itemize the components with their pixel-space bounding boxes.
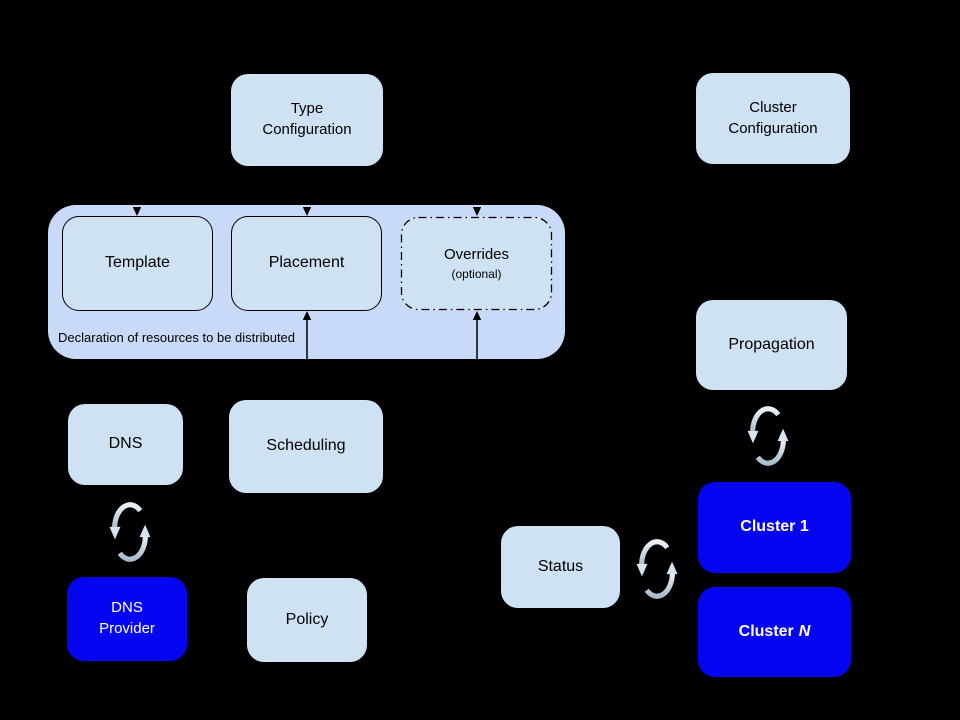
node-label: Cluster Configuration <box>728 98 818 137</box>
node-label: Placement <box>268 254 345 272</box>
node-label: Scheduling <box>266 437 346 455</box>
node-propagation: Propagation <box>696 300 847 390</box>
node-dns-provider: DNS Provider <box>67 577 187 661</box>
cluster-n-symbol: N <box>798 622 811 640</box>
group-caption: Declaration of resources to be distribut… <box>58 330 296 345</box>
node-type-configuration: Type Configuration <box>231 74 383 166</box>
node-label: Propagation <box>728 335 815 353</box>
node-label: Type Configuration <box>262 100 352 138</box>
node-label: Status <box>537 557 584 575</box>
node-label: Cluster 1 <box>740 518 809 536</box>
node-status: Status <box>501 526 620 608</box>
node-scheduling: Scheduling <box>229 400 383 493</box>
node-sublabel: (optional) <box>451 267 502 282</box>
node-label: Overrides <box>443 246 510 264</box>
node-template: Template <box>62 216 213 311</box>
node-label: Policy <box>285 610 329 628</box>
node-label: DNS Provider <box>99 599 155 637</box>
sync-icon-dns-provider <box>109 505 150 559</box>
node-dns: DNS <box>68 404 183 485</box>
sync-icon-status-cluster <box>636 542 677 596</box>
node-cluster-configuration: Cluster Configuration <box>696 73 850 164</box>
node-overrides: Overrides (optional) <box>401 217 552 310</box>
node-cluster-1: Cluster 1 <box>698 482 851 573</box>
node-label: Template <box>105 254 170 272</box>
node-label: DNS <box>108 435 143 453</box>
node-policy: Policy <box>247 578 367 662</box>
cluster-n-prefix: Cluster <box>738 622 794 640</box>
node-placement: Placement <box>231 216 382 311</box>
sync-icon-propagation-cluster <box>747 409 788 463</box>
